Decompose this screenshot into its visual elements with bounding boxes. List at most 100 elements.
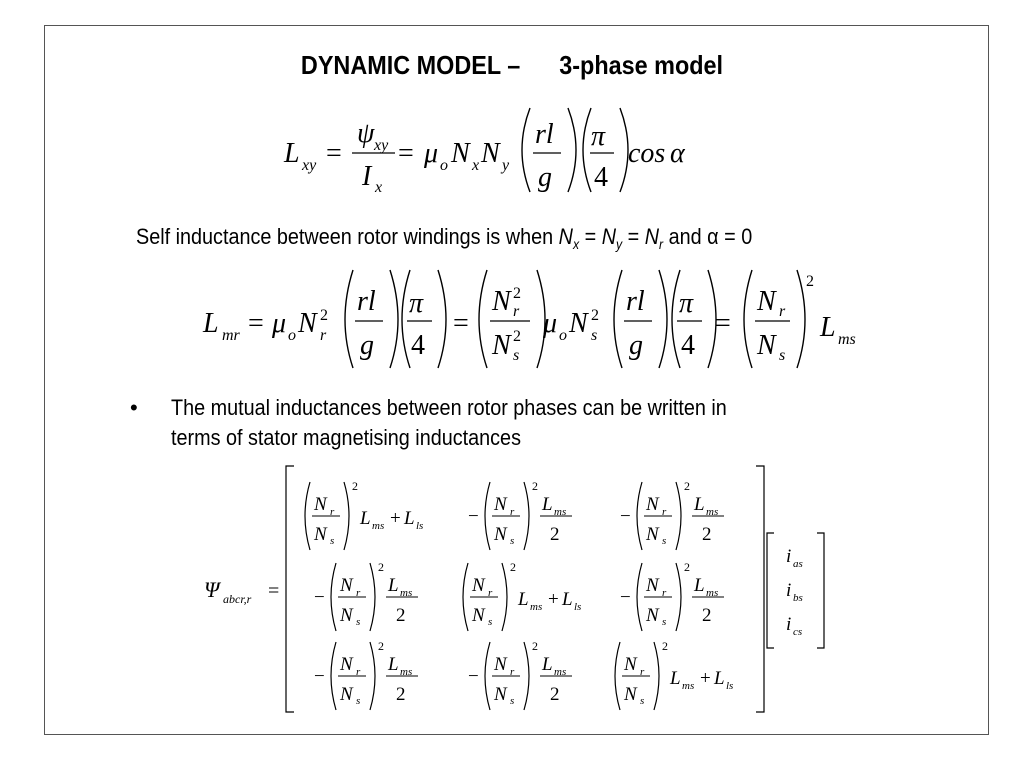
eq1-cos: cos [628,138,665,169]
eq1-I-sub: x [374,179,382,196]
ratio-sub-r: r [356,587,361,599]
ratio-sub-s: s [662,616,666,628]
diag-L2: L [713,668,725,689]
eq2-frac-Ns: N [491,330,512,361]
ratio-paren-left [614,641,621,711]
bullet-line-1: The mutual inductances between rotor pha… [171,395,727,420]
off-den-2: 2 [396,605,406,626]
ratio-sup-2: 2 [378,639,384,653]
eq1-Ny-sub: y [500,157,510,174]
diag-sub-ms: ms [682,680,694,692]
off-den-2: 2 [396,684,406,705]
off-minus: − [620,587,631,608]
diag-sub-ls: ls [726,680,733,692]
ratio-sub-r: r [488,587,493,599]
ratio-N-num: N [645,494,660,515]
ratio-sup-2: 2 [662,639,668,653]
current-i-bs: i [786,580,791,601]
eq2-ratio-Ns-sub: s [779,347,785,364]
ratio-N-den: N [623,684,638,705]
eq1-mu: μ [423,138,438,169]
ratio-N-num: N [339,575,354,596]
ratio-sup-2: 2 [532,639,538,653]
eq1-pi: π [591,121,606,152]
ratio-N-num: N [623,654,638,675]
ratio-N-den: N [471,605,486,626]
ratio-N-num: N [471,575,486,596]
eq2-lhs-L: L [202,308,219,339]
eq2-Nr-sup: 2 [320,307,328,324]
eq2-ratio-sup: 2 [806,273,814,290]
off-minus: − [314,666,325,687]
bullet-symbol: • [130,395,138,420]
ratio-sub-r: r [510,506,515,518]
eq2-Lms-sub: ms [838,331,856,348]
eq2-mu-2: μ [542,308,557,339]
eq2-Nr-sub: r [320,327,327,344]
ratio-sub-s: s [356,695,360,707]
ratio-sub-r: r [356,666,361,678]
off-den-2: 2 [702,605,712,626]
ratio-sub-s: s [640,695,644,707]
ratio-N-num: N [339,654,354,675]
ratio-paren-left [636,481,643,551]
eq2-ratio-Nr: N [756,286,777,317]
ratio-paren-right [675,562,682,632]
eq1-rl: rl [535,119,554,150]
ratio-N-den: N [493,524,508,545]
eq1-Ny: N [480,138,501,169]
eq1-lhs-L: L [283,138,300,169]
ratio-sub-r: r [662,506,667,518]
cond-equals-2: = [627,224,640,249]
ratio-sub-s: s [662,535,666,547]
ratio-sup-2: 2 [352,479,358,493]
eq2-pi-1: π [409,288,424,319]
off-L: L [693,494,705,515]
eq2-ratio-Nr-sub: r [779,303,786,320]
diag-plus: + [390,508,401,529]
ratio-N-den: N [339,605,354,626]
ratio-paren-right [523,481,530,551]
ratio-N-num: N [313,494,328,515]
slide-frame [44,25,989,735]
matrix-bracket-right [756,465,765,713]
bullet-line-2: terms of stator magnetising inductances [171,425,521,450]
matrix-psi-sub: abcr,r [223,592,252,606]
eq1-four: 4 [594,162,608,193]
matrix-bracket-left [285,465,294,713]
eq2-rl-2: rl [626,286,645,317]
eq2-frac-Nr-sup: 2 [513,285,521,302]
eq2-eq-1: = [248,308,264,339]
eq1-psi: ψ [357,118,375,149]
eq2-eq-2: = [453,308,469,339]
eq1-alpha: α [670,138,686,169]
off-sub-ms: ms [400,587,412,599]
ratio-sub-r: r [510,666,515,678]
ratio-paren-left [330,641,337,711]
ratio-sub-s: s [510,695,514,707]
self-inductance-text: Self inductance between rotor windings i… [136,224,554,249]
matrix-eq: = [268,580,279,602]
cond-equals-1: = [584,224,597,249]
ratio-N-den: N [313,524,328,545]
off-minus: − [314,587,325,608]
off-L: L [541,494,553,515]
diag-sub-ls: ls [416,520,423,532]
off-minus: − [468,666,479,687]
eq2-four-1: 4 [411,330,425,361]
ratio-sub-s: s [488,616,492,628]
ratio-sub-s: s [330,535,334,547]
off-minus: − [468,506,479,527]
off-L: L [387,575,399,596]
diag-L2: L [403,508,415,529]
eq2-frac-Ns-sub: s [513,347,519,364]
ratio-sub-r: r [640,666,645,678]
eq2-frac-Nr-sub: r [513,303,520,320]
ratio-paren-right [369,641,376,711]
ratio-sup-2: 2 [684,560,690,574]
ratio-sub-r: r [662,587,667,599]
cond-N3: N [644,224,660,249]
eq1-Nx-sub: x [471,157,479,174]
